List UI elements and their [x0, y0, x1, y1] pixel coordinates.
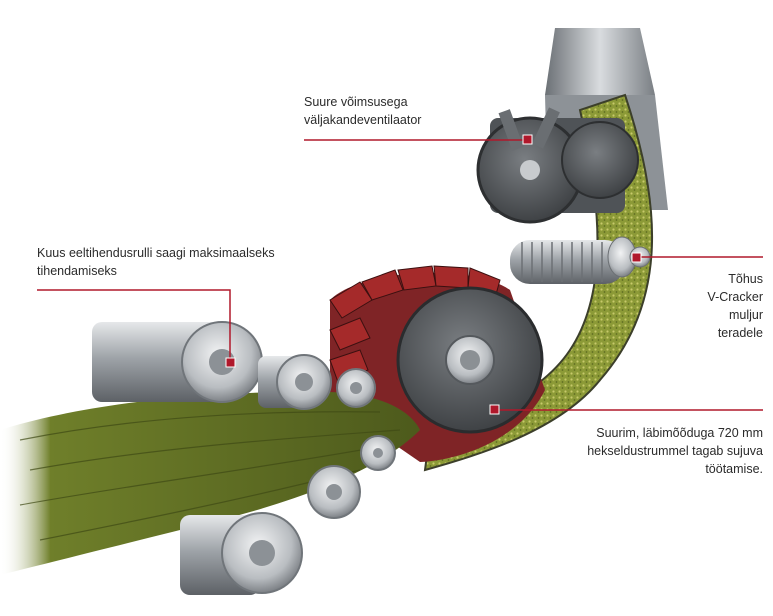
callout-cracker-line-1: Tõhus	[728, 272, 763, 286]
callout-cracker-line-4: teradele	[717, 326, 763, 340]
crop-swath	[0, 391, 420, 575]
feed-roll-large-upper	[92, 321, 263, 403]
blower-fan	[476, 107, 639, 224]
marker-cracker	[631, 252, 642, 263]
callout-feed-rolls-line-1: Kuus eeltihendusrulli saagi maksimaalsek…	[37, 246, 275, 260]
marker-feed-rolls	[225, 357, 236, 368]
callout-cracker-line-2: V-Cracker	[707, 290, 763, 304]
callout-cracker: Tõhus V-Cracker muljur teradele	[707, 270, 763, 342]
callout-feed-rolls-line-2: tihendamiseks	[37, 264, 117, 278]
marker-drum	[489, 404, 500, 415]
callout-blower-line-1: Suure võimsusega	[304, 95, 408, 109]
callout-drum-line-3: töötamise.	[705, 462, 763, 476]
callout-feed-rolls: Kuus eeltihendusrulli saagi maksimaalsek…	[37, 244, 275, 280]
callout-drum-line-1: Suurim, läbimõõduga 720 mm	[596, 426, 763, 440]
marker-blower	[522, 134, 533, 145]
callout-drum-line-2: hekseldustrummel tagab sujuva	[587, 444, 763, 458]
feed-roll-upper-2	[258, 354, 332, 410]
callout-cracker-line-3: muljur	[728, 308, 763, 322]
callout-blower-line-2: väljakandeventilaator	[304, 113, 422, 127]
feed-roll-lower-2	[307, 465, 361, 519]
chopper-drum	[396, 286, 544, 434]
callout-blower: Suure võimsusega väljakandeventilaator	[304, 93, 421, 129]
feed-roll-lower-1	[360, 435, 396, 471]
feed-roll-upper-3	[336, 368, 376, 408]
leader-line-feed-rolls	[37, 289, 231, 362]
callout-drum: Suurim, läbimõõduga 720 mm hekseldustrum…	[587, 424, 763, 478]
feed-roll-large-lower	[180, 512, 303, 595]
